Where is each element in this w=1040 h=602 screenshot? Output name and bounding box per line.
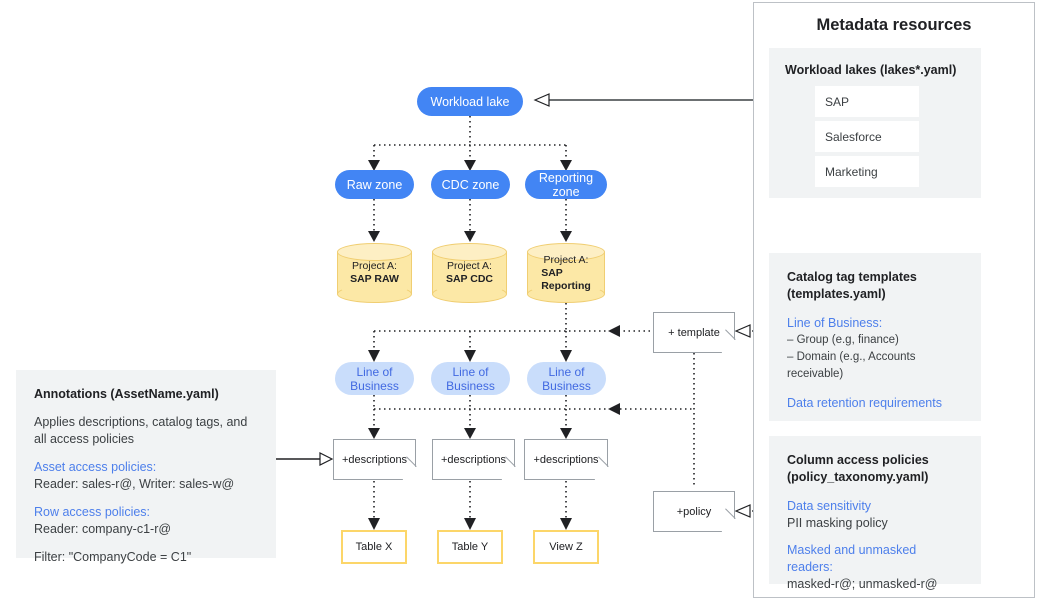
node-line-of-business-label: Line of Business [350,364,399,393]
column-access-policies-card: Column access policies (policy_taxonomy.… [769,436,981,591]
workload-lake-item-marketing[interactable]: Marketing [815,156,919,187]
folded-corner-icon [501,466,514,479]
folded-corner-icon [402,466,415,479]
folded-corner-icon [721,339,734,352]
project-label-line1: Project A: [447,260,492,272]
folded-corner-icon [594,466,607,479]
masked-readers-value: masked-r@; unmasked-r@ [787,577,938,591]
arrowhead-template-bus [608,325,620,337]
node-project-sap-reporting[interactable]: Project A: SAP Reporting [527,243,605,303]
node-reporting-zone-label: Reporting zone [538,170,594,199]
cylinder-top [527,243,605,261]
catalog-templates-heading-line1: Catalog tag templates [787,270,917,284]
edge-lob-to-descriptions [373,395,694,428]
node-policy-label: +policy [676,505,712,518]
project-label-line2: SAP Reporting [541,266,591,292]
node-workload-lake[interactable]: Workload lake [417,87,523,116]
node-table-y-label: Table Y [451,541,489,553]
node-table-x[interactable]: Table X [341,530,407,564]
edge-workloadlake-to-zones [373,116,567,160]
cylinder-bottom [527,285,605,303]
metadata-resources-title: Metadata resources [816,16,972,34]
column-access-heading-line1: Column access policies [787,453,929,467]
project-label-line2: SAP RAW [350,273,399,285]
node-cdc-zone[interactable]: CDC zone [431,170,510,199]
edge-annotations-to-descriptions [276,452,334,466]
data-sensitivity-value: PII masking policy [787,516,888,530]
annotations-title: Annotations (AssetName.yaml) [34,387,219,401]
workload-lake-item-label: Marketing [825,164,878,179]
arrowheads-projects [368,231,572,242]
annotations-panel: Annotations (AssetName.yaml) Applies des… [16,370,276,564]
node-policy[interactable]: +policy [653,491,736,532]
catalog-templates-heading-line2: (templates.yaml) [787,287,886,301]
catalog-bullet-1: – Group (e.g, finance) [787,334,899,346]
node-workload-lake-label: Workload lake [430,94,510,109]
node-line-of-business-1[interactable]: Line of Business [335,362,414,395]
node-descriptions-3[interactable]: +descriptions [524,439,609,480]
annotations-description: Applies descriptions, catalog tags, and … [34,415,248,446]
node-template-label: + template [668,326,720,339]
project-label-line2: SAP CDC [445,273,494,285]
node-table-y[interactable]: Table Y [437,530,503,564]
arrowheads-descriptions [368,428,572,439]
arrowheads-lob [368,350,572,362]
node-project-sap-raw[interactable]: Project A: SAP RAW [337,243,412,303]
catalog-bullet-group: – Group (e.g, finance) – Domain (e.g., A… [787,332,963,383]
catalog-tag-templates-card: Catalog tag templates (templates.yaml) L… [769,253,981,421]
project-label-group: Project A: SAP RAW [337,243,412,303]
project-label-line1: Project A: [543,253,589,266]
edge-zones-to-projects [373,199,567,232]
cylinder-bottom [337,285,412,303]
arrowheads-outputs [368,518,572,530]
arrowhead-descriptions-bus [608,403,620,415]
column-access-heading-line2: (policy_taxonomy.yaml) [787,470,929,484]
node-line-of-business-label: Line of Business [446,364,495,393]
data-sensitivity-heading: Data sensitivity [787,499,872,513]
node-descriptions-label: +descriptions [440,453,507,466]
workload-lakes-heading: Workload lakes (lakes*.yaml) [785,63,957,77]
node-descriptions-2[interactable]: +descriptions [432,439,516,480]
workload-lake-item-label: SAP [825,94,850,109]
workload-lake-item-label: Salesforce [825,129,882,144]
asset-access-value: Reader: sales-r@, Writer: sales-w@ [34,477,235,491]
project-label-group: Project A: SAP Reporting [527,243,605,303]
project-label-line1: Project A: [352,260,397,272]
data-retention-heading: Data retention requirements [787,396,942,410]
node-raw-zone[interactable]: Raw zone [335,170,414,199]
cylinder-bottom [432,285,507,303]
catalog-bullet-2: – Domain (e.g., Accounts receivable) [787,351,916,380]
workload-lake-item-sap[interactable]: SAP [815,86,919,117]
node-table-x-label: Table X [355,541,393,553]
workload-lake-item-salesforce[interactable]: Salesforce [815,121,919,152]
node-line-of-business-2[interactable]: Line of Business [431,362,510,395]
cylinder-top [337,243,412,261]
masked-readers-heading: Masked and unmasked readers: [787,543,917,574]
node-descriptions-label: +descriptions [533,453,599,466]
node-descriptions-label: +descriptions [341,453,408,466]
node-descriptions-1[interactable]: +descriptions [333,439,417,480]
node-reporting-zone[interactable]: Reporting zone [525,170,607,199]
edge-template-to-lob [373,330,650,350]
node-view-z[interactable]: View Z [533,530,599,564]
folded-corner-icon [721,518,734,531]
node-cdc-zone-label: CDC zone [441,177,500,192]
row-access-value: Reader: company-c1-r@ [34,522,172,536]
node-line-of-business-label: Line of Business [542,364,591,393]
node-view-z-label: View Z [549,541,583,553]
node-template[interactable]: + template [653,312,736,353]
row-access-heading: Row access policies: [34,505,151,519]
node-raw-zone-label: Raw zone [346,177,403,192]
project-label-group: Project A: SAP CDC [432,243,507,303]
row-filter-value: Filter: "CompanyCode = C1" [34,550,192,564]
cylinder-top [432,243,507,261]
asset-access-heading: Asset access policies: [34,460,157,474]
node-project-sap-cdc[interactable]: Project A: SAP CDC [432,243,507,303]
edge-descriptions-to-outputs [373,481,567,518]
catalog-lob-heading: Line of Business: [787,316,883,330]
node-line-of-business-3[interactable]: Line of Business [527,362,606,395]
